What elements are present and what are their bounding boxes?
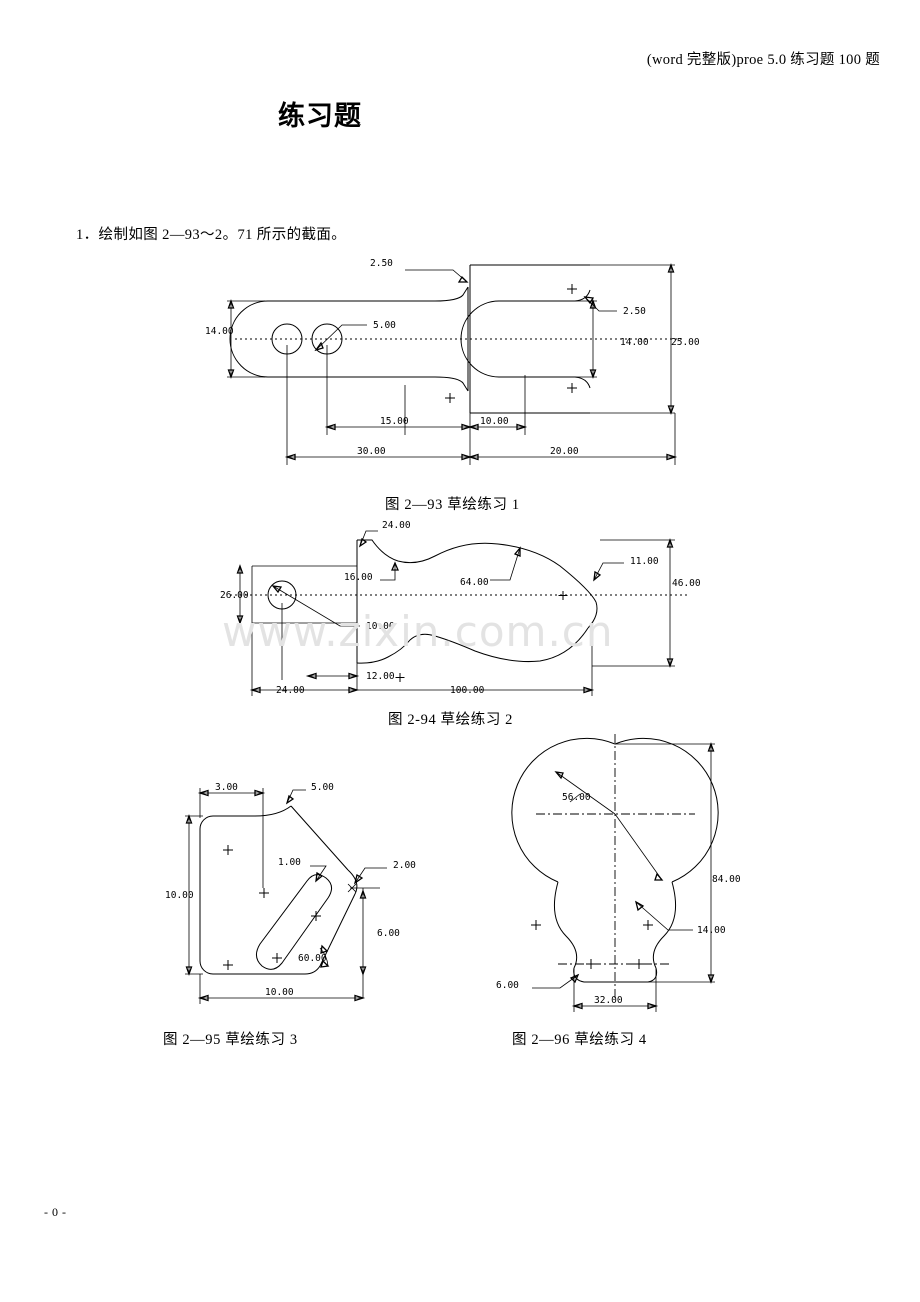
svg-text:14.00: 14.00: [620, 337, 649, 348]
svg-text:2.50: 2.50: [370, 258, 393, 269]
page-footer: - 0 -: [44, 1205, 67, 1219]
figure-caption-1: 图 2—93 草绘练习 1: [385, 497, 520, 513]
exercise-prompt: 1．绘制如图 2—93～2。71 所示的截面。: [76, 227, 347, 243]
svg-text:2.00: 2.00: [393, 860, 416, 871]
svg-text:14.00: 14.00: [697, 925, 726, 936]
svg-text:14.00: 14.00: [205, 326, 234, 337]
svg-text:15.00: 15.00: [380, 416, 409, 427]
figure-2-96: 56.00 14.00 6.00 84.00 32.00: [490, 730, 760, 1020]
page-header: (word 完整版)proe 5.0 练习题 100 题: [646, 52, 880, 68]
svg-text:5.00: 5.00: [311, 782, 334, 793]
svg-text:46.00: 46.00: [672, 578, 701, 589]
svg-text:30.00: 30.00: [357, 446, 386, 457]
svg-text:24.00: 24.00: [382, 520, 411, 531]
figure-2-93: 5.00 14.00 2.50: [205, 255, 715, 485]
figure-2-94: 10.00 24.00 16.00 64.00 11.00 26.00: [220, 518, 710, 703]
svg-text:6.00: 6.00: [496, 980, 519, 991]
svg-text:32.00: 32.00: [594, 995, 623, 1006]
svg-text:64.00: 64.00: [460, 577, 489, 588]
svg-text:56.00: 56.00: [562, 792, 591, 803]
svg-text:10.00: 10.00: [265, 987, 294, 998]
figure-2-95: 3.00 5.00 1.00 2.00 10.00: [165, 748, 435, 1020]
figure-caption-3: 图 2—95 草绘练习 3: [163, 1032, 298, 1048]
svg-text:24.00: 24.00: [276, 685, 305, 696]
svg-text:5.00: 5.00: [373, 320, 396, 331]
figure-caption-4: 图 2—96 草绘练习 4: [512, 1032, 647, 1048]
svg-text:3.00: 3.00: [215, 782, 238, 793]
svg-text:2.50: 2.50: [623, 306, 646, 317]
figure-caption-2: 图 2-94 草绘练习 2: [388, 712, 514, 728]
svg-text:16.00: 16.00: [344, 572, 373, 583]
svg-text:1.00: 1.00: [278, 857, 301, 868]
svg-text:100.00: 100.00: [450, 685, 485, 696]
svg-text:12.00: 12.00: [366, 671, 395, 682]
svg-text:60.00: 60.00: [298, 953, 327, 964]
svg-text:10.00: 10.00: [480, 416, 509, 427]
svg-text:10.00: 10.00: [366, 621, 395, 632]
svg-text:6.00: 6.00: [377, 928, 400, 939]
svg-text:84.00: 84.00: [712, 874, 741, 885]
svg-text:11.00: 11.00: [630, 556, 659, 567]
svg-text:25.00: 25.00: [671, 337, 700, 348]
svg-text:20.00: 20.00: [550, 446, 579, 457]
svg-text:10.00: 10.00: [165, 890, 194, 901]
page-title: 练习题: [278, 101, 362, 132]
svg-text:26.00: 26.00: [220, 590, 249, 601]
